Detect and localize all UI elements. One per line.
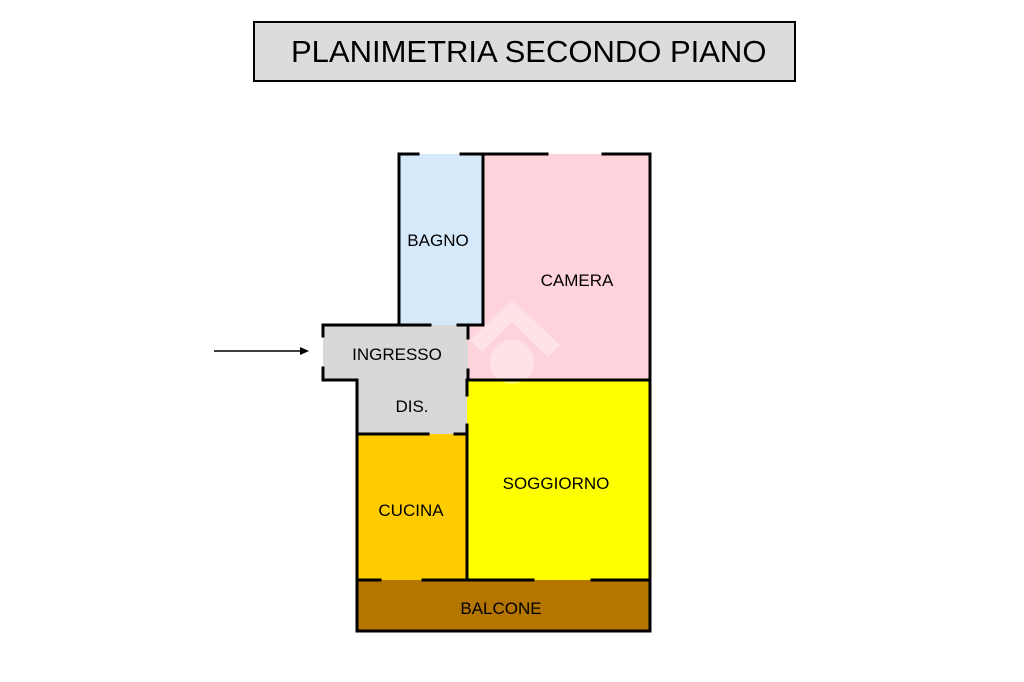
label-bagno: BAGNO	[407, 231, 468, 250]
room-camera-notch	[468, 325, 483, 380]
room-ingresso	[323, 325, 468, 380]
label-cucina: CUCINA	[378, 501, 444, 520]
room-camera	[483, 154, 650, 380]
walls	[321, 152, 652, 633]
entrance-arrow-icon	[214, 347, 309, 355]
label-dis: DIS.	[395, 397, 428, 416]
room-balcone	[357, 580, 650, 631]
title-box: PLANIMETRIA SECONDO PIANO	[253, 21, 796, 82]
page-title: PLANIMETRIA SECONDO PIANO	[291, 33, 767, 69]
label-ingresso: INGRESSO	[352, 345, 442, 364]
watermark-logo	[470, 300, 560, 384]
room-dis	[357, 380, 467, 434]
label-camera: CAMERA	[541, 271, 614, 290]
room-cucina	[357, 434, 467, 580]
room-bagno	[399, 154, 483, 325]
label-balcone: BALCONE	[460, 599, 541, 618]
label-soggiorno: SOGGIORNO	[503, 474, 610, 493]
room-soggiorno	[467, 380, 650, 580]
